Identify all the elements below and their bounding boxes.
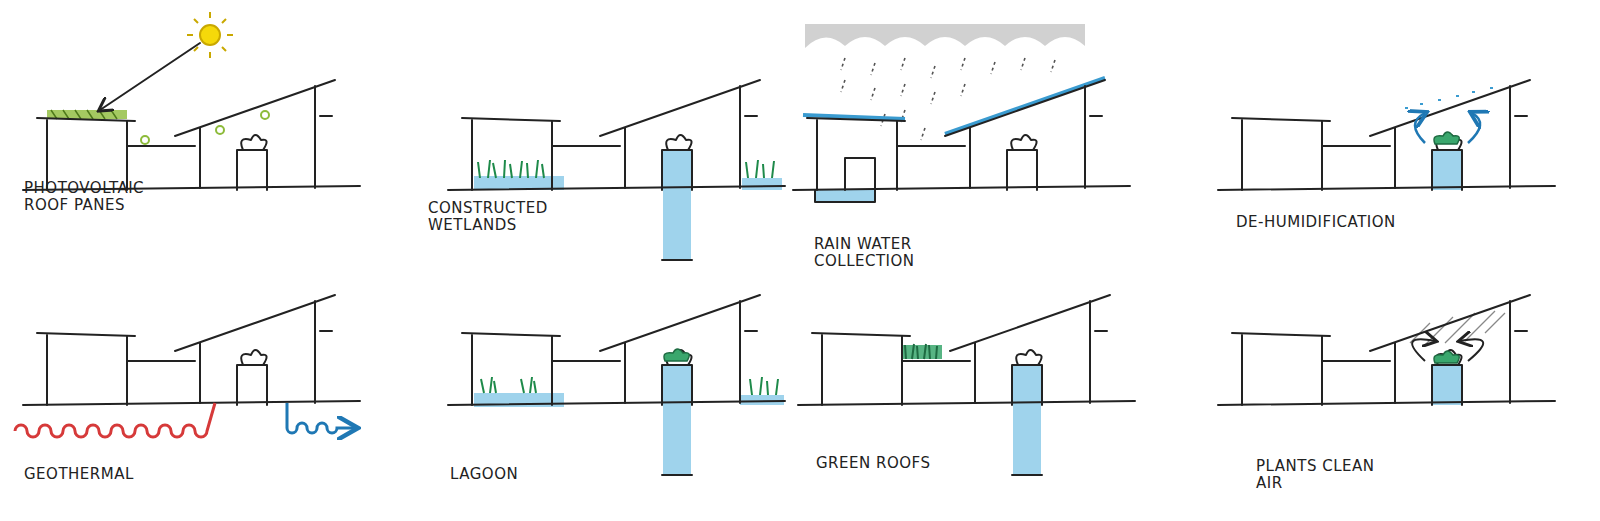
panel-label: PHOTOVOLTAIC ROOF PANES <box>24 180 164 214</box>
dehumidification-sketch <box>1218 80 1555 190</box>
panel-label: RAIN WATER COLLECTION <box>814 236 944 270</box>
panel-label: LAGOON <box>450 466 650 483</box>
rainwater-sketch <box>793 24 1130 202</box>
panel-label: DE-HUMIDIFICATION <box>1236 214 1456 231</box>
panel-label: GEOTHERMAL <box>24 466 224 483</box>
panel-label: PLANTS CLEAN AIR <box>1256 458 1376 492</box>
cleanair-sketch <box>1218 295 1555 405</box>
photovoltaic-sketch <box>23 12 360 190</box>
panel-label: GREEN ROOFS <box>816 455 1016 472</box>
geothermal-sketch <box>15 295 360 437</box>
panel-label: CONSTRUCTED WETLANDS <box>428 200 558 234</box>
greenroof-sketch <box>798 295 1135 475</box>
lagoon-sketch <box>448 295 785 475</box>
